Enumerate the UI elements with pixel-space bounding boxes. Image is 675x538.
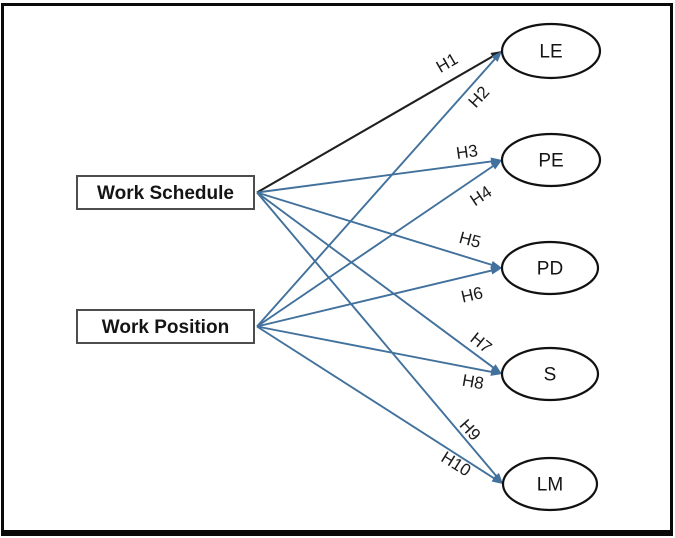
edge-h4-label: H4: [467, 182, 496, 210]
node-PD-label: PD: [537, 259, 563, 280]
node-S-ellipse: [500, 346, 600, 402]
edge-h9-label: H9: [456, 416, 485, 445]
node-LM-ellipse: [501, 456, 599, 512]
node-LE-label: LE: [539, 42, 562, 63]
edge-h6-arrowhead-icon: [490, 266, 502, 275]
edge-h6-line: [256, 268, 497, 328]
edge-h7-line: [256, 191, 498, 372]
node-work-position-box: [76, 309, 255, 344]
edge-h8-arrowhead-icon: [490, 367, 502, 376]
edge-h1-label: H1: [433, 49, 461, 76]
edge-h10-line: [256, 325, 499, 482]
edge-h3-label: H3: [455, 141, 479, 163]
node-S-label: S: [544, 365, 557, 386]
edge-h4-arrowhead-icon: [490, 160, 502, 170]
node-PD-ellipse: [500, 240, 600, 296]
edge-h9-line: [256, 191, 500, 481]
edge-h2-line: [256, 54, 499, 328]
edge-h10-label: H10: [438, 448, 475, 481]
edge-h6-label: H6: [459, 283, 484, 306]
edge-h8-label: H8: [461, 371, 486, 393]
edge-h3-line: [256, 159, 497, 194]
node-LM-label: LM: [537, 475, 563, 496]
edge-h10-arrowhead-icon: [491, 474, 503, 484]
node-work-schedule-box: [76, 175, 255, 210]
edge-h5-label: H5: [457, 228, 483, 252]
node-PE-label: PE: [538, 151, 563, 172]
node-LE-ellipse: [500, 22, 602, 80]
edge-h2-arrowhead-icon: [491, 51, 502, 62]
edge-h1-line: [256, 53, 498, 194]
node-work-schedule-label: Work Schedule: [97, 183, 234, 204]
node-PE-ellipse: [500, 132, 602, 188]
edge-h7-arrowhead-icon: [490, 364, 502, 374]
node-work-position-label: Work Position: [102, 317, 229, 338]
edge-h4-line: [256, 162, 498, 328]
edge-h7-label: H7: [467, 329, 496, 357]
edge-h8-line: [256, 325, 497, 374]
edge-h5-arrowhead-icon: [490, 260, 502, 269]
edge-h5-line: [256, 191, 497, 268]
edges-layer: [256, 51, 503, 484]
